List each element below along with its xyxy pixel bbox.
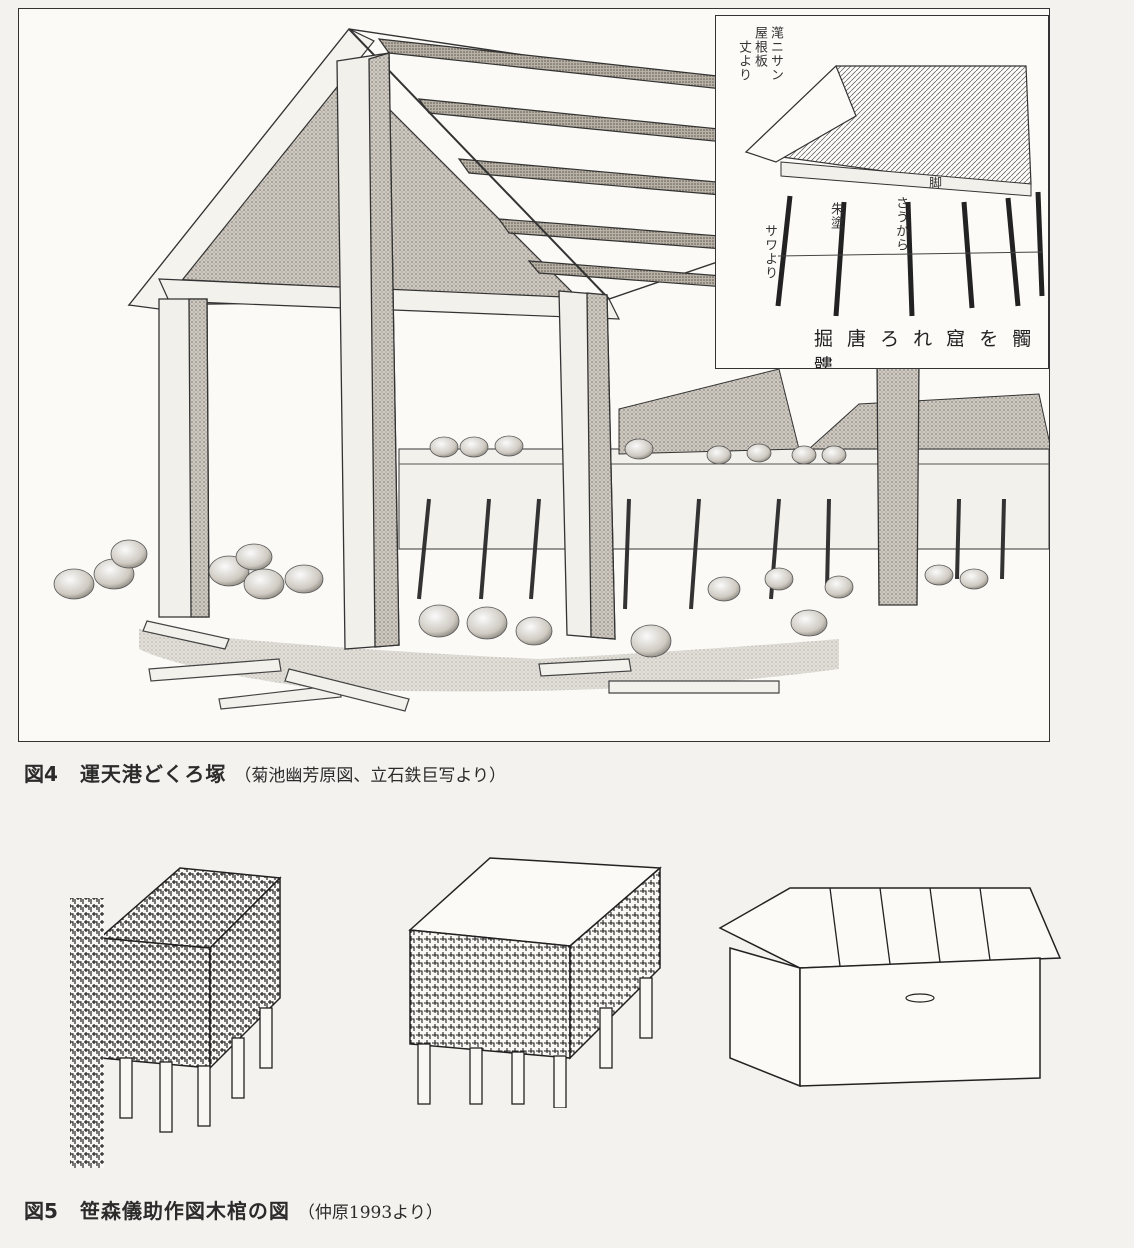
figure-4-illustration: 屋根板 滗ニサン 丈より 朱塗 さうから 脚 サワより 掘 唐 ろ れ 窟 を … <box>18 8 1050 742</box>
inset-note: 脚 <box>926 176 941 190</box>
coffin-drawing-left <box>70 867 282 1168</box>
inset-shed-sketch <box>744 64 1045 317</box>
inset-note: 朱塗 <box>828 202 843 230</box>
inset-note: 屋根板 <box>752 26 767 68</box>
inset-note: 滗ニサン <box>768 26 783 82</box>
figure-number: 図5 <box>24 1199 58 1223</box>
figure-title: 笹森儀助作図木棺の図 <box>79 1199 290 1223</box>
coffin-drawing-center <box>408 857 662 1108</box>
coffin-drawing-right <box>718 887 1062 1088</box>
figure-5-illustration <box>60 848 1080 1178</box>
inset-note: さうから <box>893 196 908 252</box>
figure-source: （仲原1993より） <box>297 1203 443 1223</box>
inset-title: 掘 唐 ろ れ 窟 を 髑 髏 <box>814 328 1036 369</box>
inset-note: 丈より <box>736 40 751 82</box>
figure-5-caption: 図5 笹森儀助作図木棺の図 （仲原1993より） <box>24 1195 443 1224</box>
figure-title: 運天港どくろ塚 <box>79 762 227 786</box>
inset-sketch: 屋根板 滗ニサン 丈より 朱塗 さうから 脚 サワより 掘 唐 ろ れ 窟 を … <box>715 15 1049 369</box>
figure-source: （菊池幽芳原図、立石鉄巨写より） <box>234 766 506 786</box>
figure-4-caption: 図4 運天港どくろ塚 （菊池幽芳原図、立石鉄巨写より） <box>24 758 506 787</box>
inset-note: サワより <box>762 224 777 280</box>
figure-number: 図4 <box>24 762 58 786</box>
